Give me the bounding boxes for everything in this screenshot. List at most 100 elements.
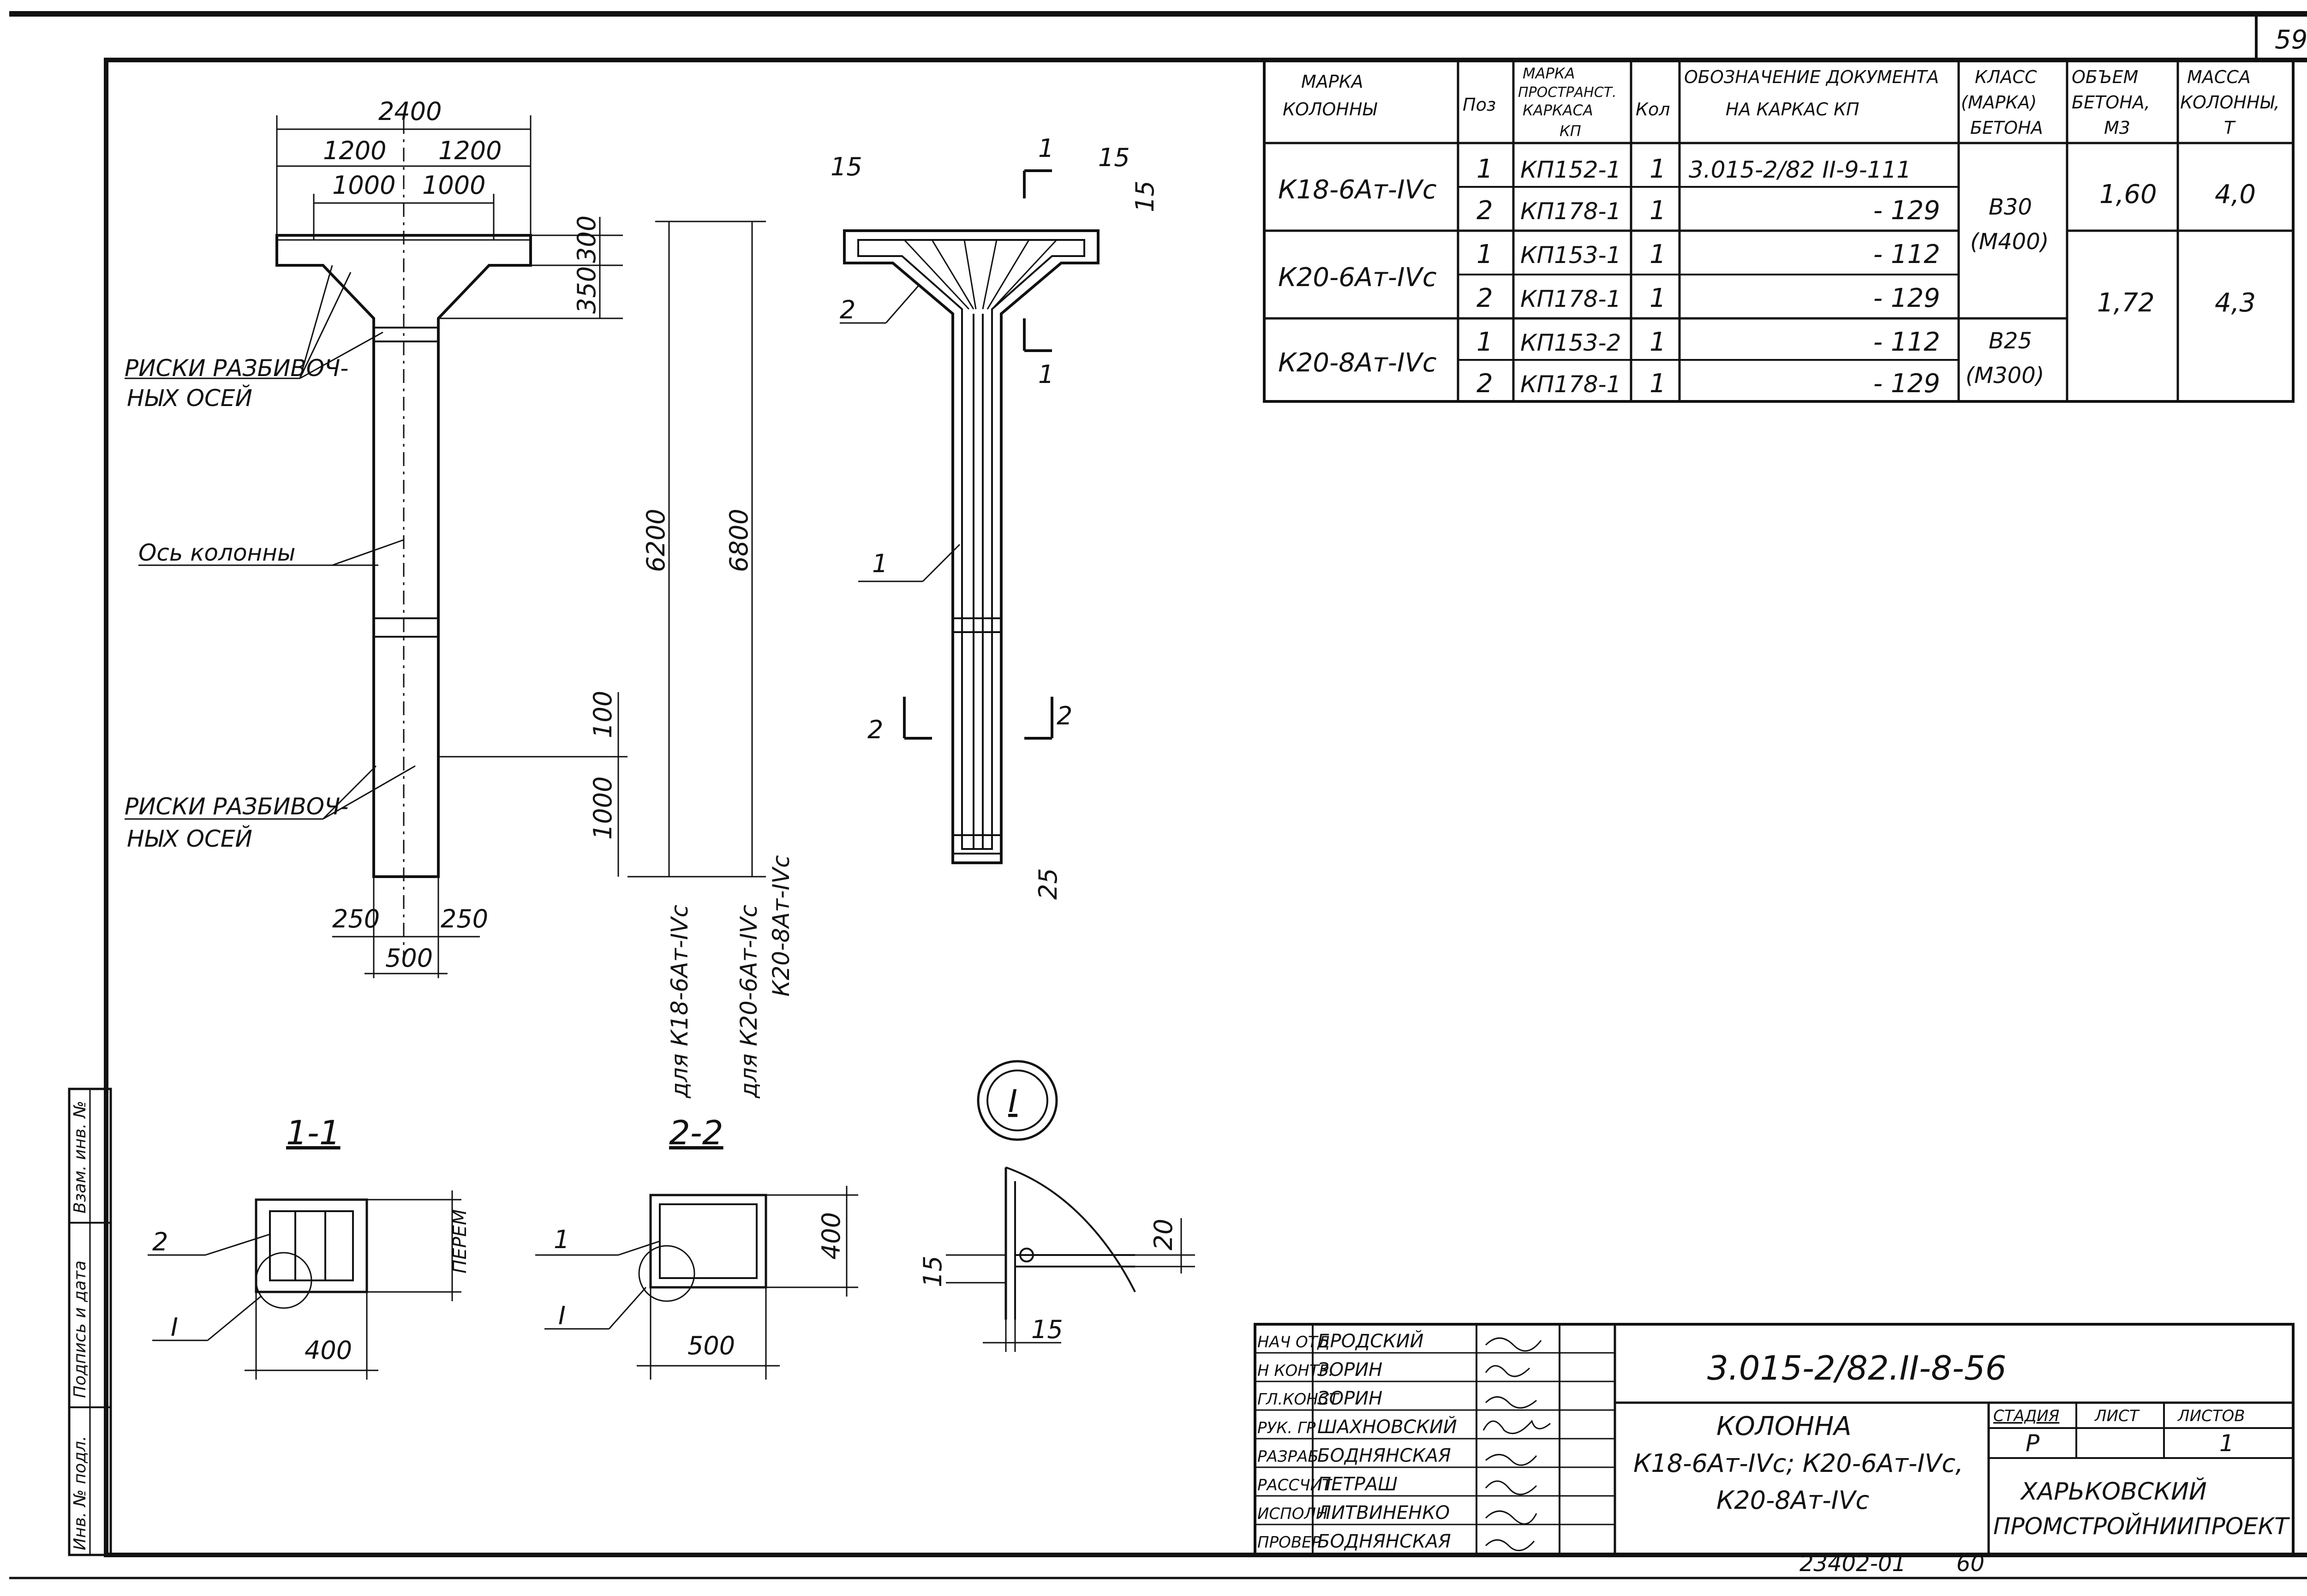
row-qty: 1 [1650,196,1666,226]
hdr-mass-1: МАССА [2187,67,2251,87]
row-frame: КП178-1 [1520,286,1621,312]
hdr-frame-4: КП [1560,122,1581,140]
hdr-mass-2: КОЛОННЫ, [2180,92,2280,113]
mass-1: 4,0 [2215,179,2256,209]
section-2-node: I [558,1301,566,1330]
row-pos: 1 [1476,239,1493,269]
table-row: 2 КП178-1 1 - 129 [1476,196,1940,226]
row-frame: КП178-1 [1520,371,1621,398]
signer-role: ИСПОЛН [1257,1505,1328,1523]
table-row: 1 КП153-1 1 - 112 [1476,239,1940,269]
signer-row: ИСПОЛН ЛИТВИНЕНКО [1257,1502,1450,1524]
stage-label: СТАДИЯ [1993,1407,2059,1425]
volume-1: 1,60 [2099,179,2157,209]
sheet-number: 59 [2275,25,2307,55]
rf-dim-25: 25 [1034,868,1063,900]
hdr-doc-1: ОБОЗНАЧЕНИЕ ДОКУМЕНТА [1684,67,1939,87]
row-doc: - 129 [1873,369,1940,399]
dim-6800: 6800 [724,509,753,572]
signer-name: ШАХНОВСКИЙ [1317,1416,1457,1438]
bottom-code: 23402-01 [1799,1551,1906,1577]
signer-name: БОДНЯНСКАЯ [1317,1531,1451,1552]
table-row: 2 КП178-1 1 - 129 [1476,283,1940,313]
hdr-volume-2: БЕТОНА, [2072,92,2150,113]
row-qty: 1 [1650,369,1666,399]
dim-1200-left: 1200 [323,136,386,165]
title-line-2: К18-6Ат-IVс; К20-6Ат-IVс, [1633,1449,1963,1478]
title-block: НАЧ ОТД БРОДСКИЙ Н КОНТР. ЗОРИН ГЛ.КОНСТ… [1254,1323,2295,1556]
signer-row: ГЛ.КОНСТ ЗОРИН [1257,1388,1382,1409]
concrete-b25: В25 [1989,328,2032,354]
sheets-label: ЛИСТОВ [2177,1407,2245,1425]
dim-1200-right: 1200 [438,136,502,165]
bottom-page: 60 [1956,1551,1984,1577]
org-line-2: ПРОМСТРОЙНИИПРОЕКТ [1993,1512,2290,1540]
signer-role: РУК. ГР [1257,1419,1316,1437]
row-qty: 1 [1650,283,1666,313]
side-stamp: Инв. № подл. Подпись и дата Взам. инв. № [68,1088,112,1556]
signatures [1482,1337,1551,1551]
hdr-qty: Кол [1636,99,1670,120]
label-risks-top-1: РИСКИ РАЗБИВОЧ- [125,355,348,382]
note-k18: для К18-6Ат-IVс [666,905,693,1099]
signer-row: РУК. ГР ШАХНОВСКИЙ [1257,1416,1457,1438]
stamp-inv-no: Инв. № подл. [71,1436,90,1550]
row-doc: - 129 [1873,196,1940,226]
reinforcement-view: 15 15 15 25 1 1 2 2 1 2 [831,134,1159,900]
note-k20-b: К20-8Ат-IVс [768,855,795,997]
rf-pos-1: 1 [872,549,888,578]
mark-k20-8: К20-8Ат-IVс [1278,348,1437,378]
section-2-height: 400 [817,1212,846,1260]
dim-100: 100 [588,691,617,738]
column-elevation: 2400 1200 1200 1000 1000 300 350 6200 68… [125,97,795,1099]
section-1-1-title: 1-1 [286,1113,341,1152]
node-title: I [1008,1083,1017,1120]
hdr-mass-3: Т [2224,118,2236,138]
dim-1000-right: 1000 [422,171,485,200]
hdr-concrete-3: БЕТОНА [1970,118,2043,138]
node-dim-15-b: 15 [1031,1315,1063,1344]
row-pos: 2 [1476,196,1493,226]
signer-row: ПРОВЕР БОДНЯНСКАЯ [1257,1531,1451,1552]
hdr-frame-2: ПРОСТРАНСТ. [1518,84,1617,101]
section-2-width: 500 [687,1331,735,1360]
signer-role: Н КОНТР. [1257,1362,1333,1380]
table-row: 2 КП178-1 1 - 129 [1476,369,1940,399]
signer-name: ПЕТРАШ [1317,1474,1398,1495]
dim-350: 350 [572,266,601,314]
row-qty: 1 [1650,327,1666,357]
signer-row: НАЧ ОТД БРОДСКИЙ [1257,1330,1423,1352]
hdr-concrete-2: (МАРКА) [1961,92,2037,113]
cut-2-right: 2 [1057,701,1072,730]
volume-2: 1,72 [2097,288,2155,318]
mass-2: 4,3 [2215,288,2256,318]
signer-name: ЛИТВИНЕНКО [1316,1502,1450,1524]
dim-500: 500 [385,944,433,973]
row-pos: 2 [1476,283,1493,313]
rf-dim-15-side: 15 [1130,180,1159,212]
title-line-1: КОЛОННА [1716,1411,1852,1441]
hdr-frame-3: КАРКАСА [1523,102,1593,119]
note-k20-a: для К20-6Ат-IVс [735,905,762,1099]
signer-name: ЗОРИН [1317,1359,1382,1381]
mark-k18: К18-6Ат-IVс [1278,175,1437,205]
table-row: 1 КП153-2 1 - 112 [1476,327,1940,357]
section-1-side-note: ПЕРЕМ [449,1209,471,1273]
dim-1000-left: 1000 [332,171,395,200]
hdr-frame-1: МАРКА [1523,65,1575,82]
signer-row: Н КОНТР. ЗОРИН [1257,1359,1382,1381]
dim-300: 300 [572,215,601,263]
sheet-label: ЛИСТ [2094,1407,2140,1425]
cut-2-left: 2 [867,715,883,744]
dim-6200: 6200 [641,509,670,572]
signer-role: РАССЧИТ [1257,1476,1333,1494]
row-pos: 1 [1476,327,1493,357]
label-risks-top-2: НЫХ ОСЕЙ [127,384,252,412]
hdr-mark-2: КОЛОННЫ [1283,99,1378,120]
node-dim-15-a: 15 [918,1255,947,1287]
signer-name: ЗОРИН [1317,1388,1382,1409]
sheets-value: 1 [2219,1430,2234,1457]
spec-table: МАРКА КОЛОННЫ Поз МАРКА ПРОСТРАНСТ. КАРК… [1263,59,2295,403]
doc-code: 3.015-2/82.II-8-56 [1707,1349,2007,1387]
sheet-frame: 59 [9,11,2307,1579]
